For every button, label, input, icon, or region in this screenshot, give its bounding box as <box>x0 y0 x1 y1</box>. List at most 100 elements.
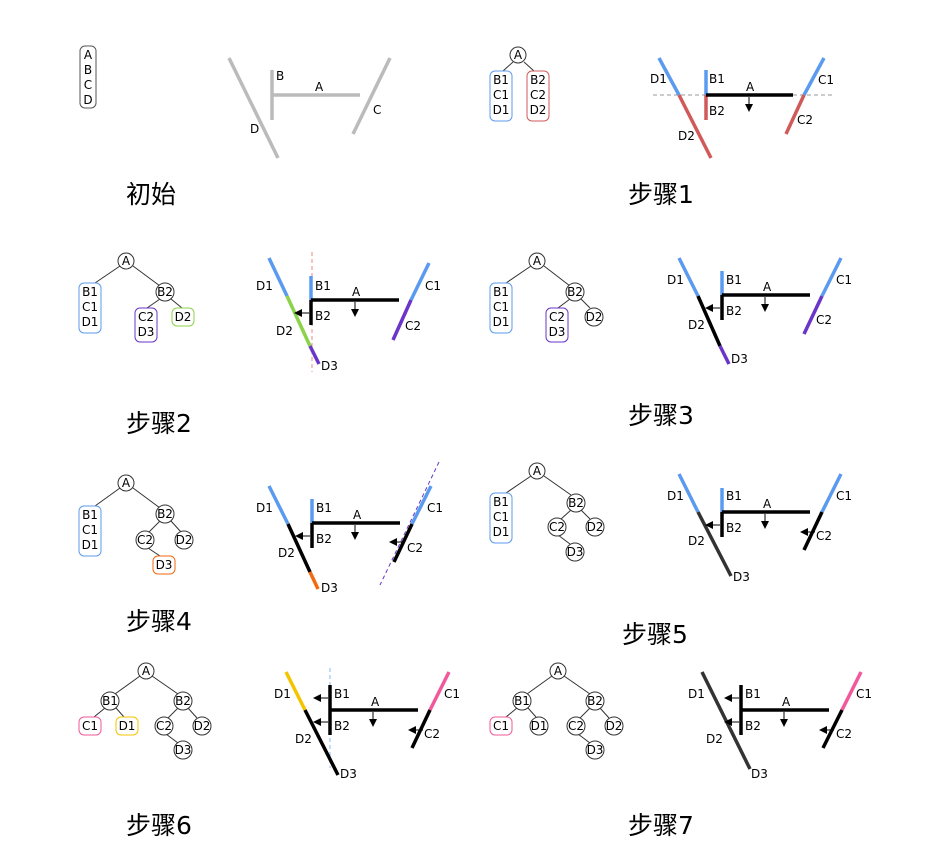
tree-b1: B1 <box>493 73 509 87</box>
segment-label-a: A <box>315 80 324 94</box>
seg7-c2: C2 <box>836 727 852 741</box>
seg5-d3: D3 <box>733 570 750 584</box>
seg5-d1: D1 <box>667 489 684 503</box>
seg6-b2: B2 <box>334 719 350 733</box>
seg6-c2: C2 <box>424 727 440 741</box>
initial-list: A B C D <box>79 45 97 109</box>
tree-c1: C1 <box>493 88 509 102</box>
t3-d2: D2 <box>586 310 603 324</box>
tree-b2: B2 <box>530 73 546 87</box>
segment-label-d: D <box>250 122 259 136</box>
caption-initial: 初始 <box>126 180 176 209</box>
seg4-b1: B1 <box>316 501 332 515</box>
caption-step7: 步骤7 <box>628 811 694 840</box>
seg1-b2: B2 <box>709 104 725 118</box>
tree-node-a: A <box>514 48 523 62</box>
seg2-c2: C2 <box>405 319 421 333</box>
t5-d2: D2 <box>587 520 604 534</box>
seg4-d3: D3 <box>321 581 338 595</box>
seg1-a: A <box>746 80 755 94</box>
initial-segments <box>227 57 392 159</box>
seg3-b1: B1 <box>726 273 742 287</box>
seg4-d2: D2 <box>278 546 295 560</box>
panel-step5: A B1 C1 D1 B2 C2 D2 D3 D1 B1 A B2 D2 D3 <box>489 462 852 649</box>
t6-d2: D2 <box>194 719 211 733</box>
seg6-d2: D2 <box>295 732 312 746</box>
seg2-b2: B2 <box>315 309 331 323</box>
seg5-c2: C2 <box>816 529 832 543</box>
seg3-b2: B2 <box>726 304 742 318</box>
t6-c1: C1 <box>82 719 98 733</box>
seg5-b2: B2 <box>726 521 742 535</box>
seg5-c1: C1 <box>836 489 852 503</box>
caption-step2: 步骤2 <box>126 409 192 438</box>
t2-b1: B1 <box>82 285 98 299</box>
seg6-d3: D3 <box>340 767 357 781</box>
t5-d3: D3 <box>567 545 584 559</box>
seg2-a: A <box>352 285 361 299</box>
step1-tree: A B1 C1 D1 B2 C2 D2 <box>489 46 550 122</box>
t3-d1: D1 <box>493 315 510 329</box>
seg1-b1: B1 <box>709 72 725 86</box>
t4-c1: C1 <box>82 523 98 537</box>
t4-b1: B1 <box>82 508 98 522</box>
seg4-a: A <box>353 508 362 522</box>
t5-c1: C1 <box>493 510 509 524</box>
t5-b2: B2 <box>568 496 584 510</box>
seg6-d1: D1 <box>274 687 291 701</box>
list-c: C <box>84 78 92 92</box>
seg1-c2: C2 <box>797 113 813 127</box>
seg6-b1: B1 <box>334 687 350 701</box>
panel-initial: A B C D D B A C 初始 <box>79 45 392 209</box>
seg5-a: A <box>763 497 772 511</box>
list-d: D <box>83 93 92 107</box>
panel-step6: A B1 B2 C1 D1 C2 D2 D3 D1 B1 A <box>78 662 460 840</box>
seg4-b2: B2 <box>316 532 332 546</box>
t6-a: A <box>142 664 151 678</box>
t4-a: A <box>122 476 131 490</box>
t6-b1: B1 <box>102 694 118 708</box>
t7-b1: B1 <box>514 694 530 708</box>
seg2-d3: D3 <box>321 359 338 373</box>
seg2-c1: C1 <box>425 279 441 293</box>
seg6-c1: C1 <box>444 687 460 701</box>
seg3-c1: C1 <box>836 273 852 287</box>
t2-b2: B2 <box>157 285 173 299</box>
t3-b1: B1 <box>493 285 509 299</box>
seg2-d2: D2 <box>276 324 293 338</box>
t3-d3: D3 <box>549 325 566 339</box>
t2-c1: C1 <box>82 300 98 314</box>
seg1-d1: D1 <box>650 72 667 86</box>
seg2-d1: D1 <box>256 279 273 293</box>
t7-c2: C2 <box>568 719 584 733</box>
t3-c1: C1 <box>493 300 509 314</box>
t5-d1: D1 <box>493 525 510 539</box>
t6-b2: B2 <box>175 694 191 708</box>
step2-segments <box>267 252 431 372</box>
t4-d3: D3 <box>156 558 173 572</box>
t6-d3: D3 <box>175 743 192 757</box>
seg4-c1: C1 <box>427 501 443 515</box>
t2-d1: D1 <box>82 315 99 329</box>
t5-c2: C2 <box>549 520 565 534</box>
t2-d3: D3 <box>138 325 155 339</box>
seg3-c2: C2 <box>816 313 832 327</box>
seg7-b1: B1 <box>745 687 761 701</box>
panel-step7: A B1 B2 C1 D1 C2 D2 D3 D1 B1 A B2 D2 D3 <box>489 662 872 840</box>
t5-b1: B1 <box>493 495 509 509</box>
segment-label-b: B <box>276 69 284 83</box>
seg7-d2: D2 <box>706 732 723 746</box>
t7-d1: D1 <box>531 719 548 733</box>
panel-step4: A B1 C1 D1 B2 C2 D2 D3 D1 B1 A B2 <box>78 461 443 636</box>
t4-b2: B2 <box>157 507 173 521</box>
t7-c1: C1 <box>493 719 509 733</box>
t3-a: A <box>533 254 542 268</box>
seg1-c1: C1 <box>818 73 834 87</box>
t3-b2: B2 <box>567 285 583 299</box>
t2-a: A <box>122 254 131 268</box>
seg1-d2: D2 <box>678 129 695 143</box>
t7-d3: D3 <box>587 743 604 757</box>
seg4-c2: C2 <box>407 541 423 555</box>
step1-segments <box>653 57 835 159</box>
